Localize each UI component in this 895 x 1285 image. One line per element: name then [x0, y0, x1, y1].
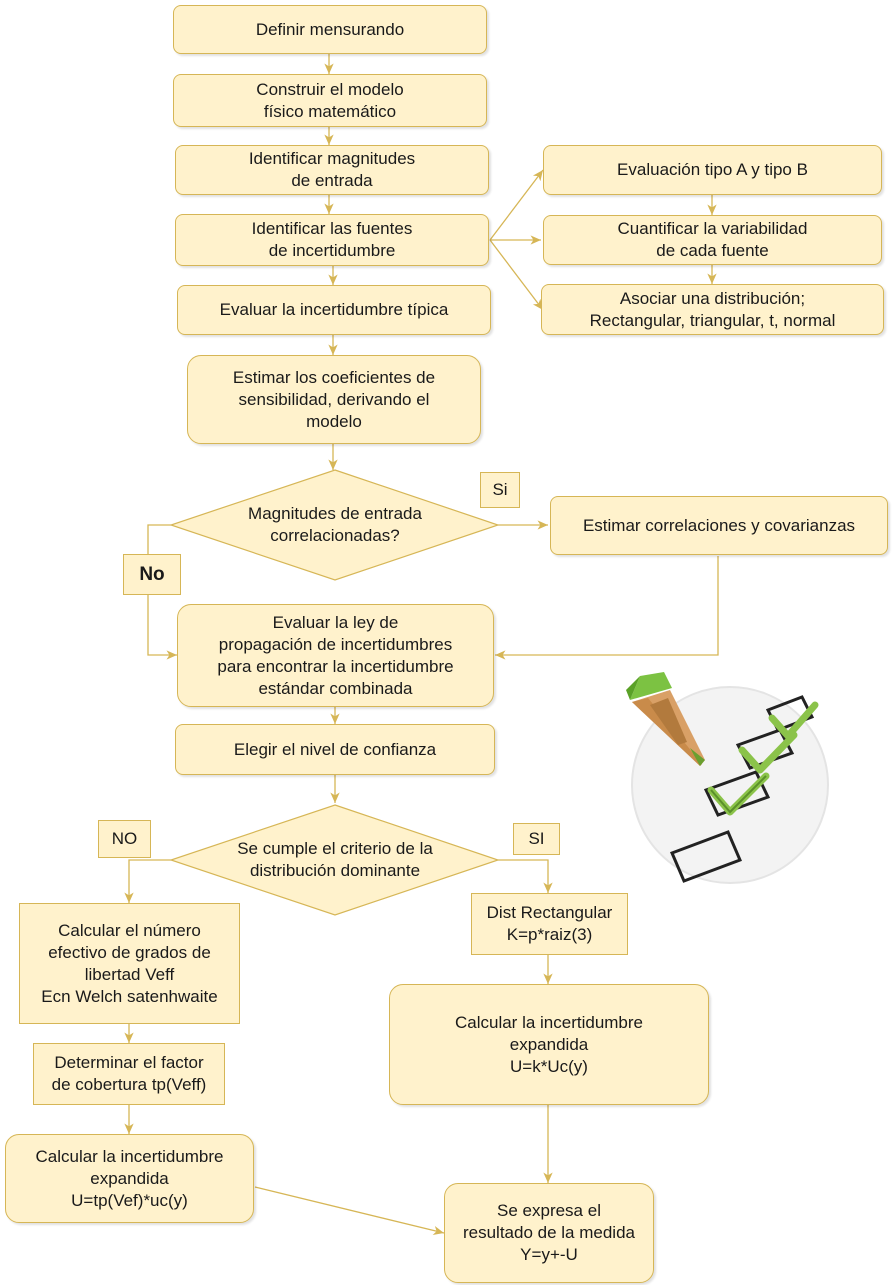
step-dist-rectangular: Dist Rectangular K=p*raiz(3)	[471, 893, 628, 955]
step-estimar-correlaciones: Estimar correlaciones y covarianzas	[550, 496, 888, 555]
step-identificar-magnitudes: Identificar magnitudes de entrada	[175, 145, 489, 195]
arrow-expleft-resultado	[254, 1186, 445, 1236]
step-resultado-medida: Se expresa el resultado de la medida Y=y…	[444, 1183, 654, 1283]
arrow-si-rect	[498, 859, 553, 893]
label-si-criterio: SI	[513, 823, 560, 855]
step-evaluar-ley-propagacion: Evaluar la ley de propagación de incerti…	[177, 604, 494, 707]
step-asociar-distribucion: Asociar una distribución; Rectangular, t…	[541, 284, 884, 335]
arrow-fuentes-tipoAB	[489, 169, 544, 241]
step-construir-modelo: Construir el modelo físico matemático	[173, 74, 487, 127]
arrow-corr-evaluar-ley	[495, 556, 719, 660]
decision-correlacionadas-shape	[169, 469, 500, 581]
step-identificar-fuentes: Identificar las fuentes de incertidumbre	[175, 214, 489, 266]
step-estimar-coeficientes: Estimar los coeficientes de sensibilidad…	[187, 355, 481, 444]
step-determinar-factor: Determinar el factor de cobertura tp(Vef…	[33, 1043, 225, 1105]
label-no-criterio: NO	[98, 820, 151, 858]
step-calcular-expandida-der: Calcular la incertidumbre expandida U=k*…	[389, 984, 709, 1105]
label-si-correlacion: Si	[480, 472, 520, 508]
decision-criterio-shape	[169, 804, 500, 916]
step-calcular-veff: Calcular el número efectivo de grados de…	[19, 903, 240, 1024]
decision-criterio: Se cumple el criterio de la distribución…	[237, 839, 433, 880]
decision-correlacionadas: Magnitudes de entrada correlacionadas?	[248, 504, 422, 545]
checklist-pencil-icon	[626, 672, 829, 884]
arrow-no-veff	[124, 859, 171, 903]
label-no-correlacion: No	[123, 554, 181, 595]
step-definir-mensurando: Definir mensurando	[173, 5, 487, 54]
step-cuantificar-variabilidad: Cuantificar la variabilidad de cada fuen…	[543, 215, 882, 265]
step-elegir-nivel-confianza: Elegir el nivel de confianza	[175, 724, 495, 775]
arrow-fuentes-asociar	[489, 239, 544, 311]
step-evaluar-tipica: Evaluar la incertidumbre típica	[177, 285, 491, 335]
step-evaluacion-tipo-ab: Evaluación tipo A y tipo B	[543, 145, 882, 195]
step-calcular-expandida-izq: Calcular la incertidumbre expandida U=tp…	[5, 1134, 254, 1223]
